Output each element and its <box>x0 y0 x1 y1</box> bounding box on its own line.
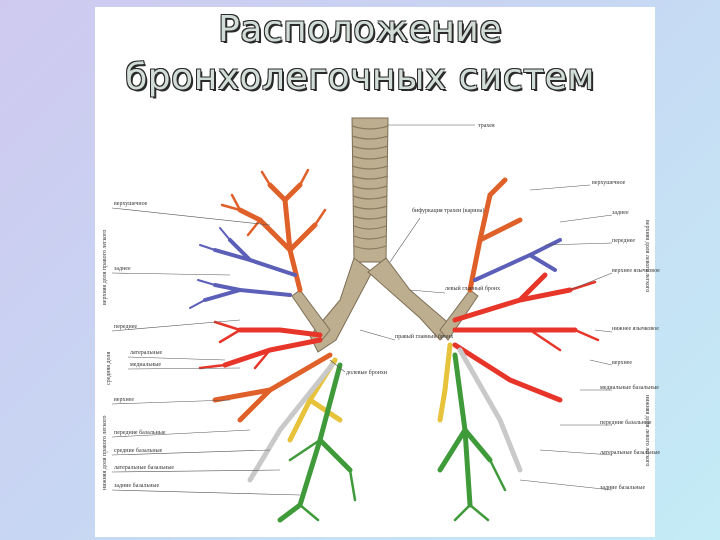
caption-right-upper-lobe: верхняя доля правого легкого <box>102 230 108 305</box>
main-bronchi <box>291 257 479 353</box>
label-left-apical: верхушечное <box>592 180 626 186</box>
title-line-2: бронхолегочных систем <box>125 57 595 98</box>
label-right-middle-basal: средние базальные <box>114 447 163 454</box>
center-labels: трахея бифуркация трахеи (карина) левый … <box>346 123 500 376</box>
label-left-medial-basal: медиальные базальные <box>600 384 659 391</box>
label-bifurcation: бифуркация трахеи (карина) <box>412 207 484 214</box>
left-lung-labels: верхушечное заднее переднее верхнее языч… <box>592 180 660 491</box>
trachea <box>351 117 389 263</box>
leader-lines <box>111 124 613 496</box>
label-right-posterior-basal: задние базальные <box>114 482 159 489</box>
label-left-inferior-lingular: нижнее язычковое <box>612 326 659 332</box>
label-left-posterior-basal: задние базальные <box>600 484 645 491</box>
label-left-main-bronchus: левый главный бронх <box>445 285 500 292</box>
slide-title: Расположение бронхолегочных систем <box>100 6 620 102</box>
label-right-posterior: заднее <box>114 266 131 272</box>
caption-middle-lobe: средняя доля <box>106 352 112 385</box>
label-trachea: трахея <box>478 123 495 129</box>
left-lower-lobe-branches <box>437 342 563 522</box>
caption-left-upper-lobe: верхняя доля левого легкого <box>644 220 650 292</box>
label-right-main-bronchus: правый главный бронх <box>395 333 453 340</box>
label-right-lateral: латеральные <box>130 350 162 356</box>
title-line-1: Расположение <box>218 9 502 50</box>
label-left-anterior: переднее <box>612 238 635 244</box>
label-left-superior-lingular: верхнее язычковое <box>612 268 660 274</box>
label-right-superior: верхнее <box>114 397 134 403</box>
label-right-anterior-basal: передние базальные <box>114 429 166 436</box>
label-right-anterior: переднее <box>114 324 137 330</box>
right-middle-lobe-branches <box>198 320 323 370</box>
label-right-medial: медиальные <box>130 362 161 368</box>
right-lung-labels: верхушечное заднее переднее латеральные … <box>102 201 174 490</box>
label-left-posterior: заднее <box>612 210 629 216</box>
caption-right-lower-lobe: нижняя доля правого легкого <box>102 415 108 490</box>
label-right-apical: верхушечное <box>114 201 148 207</box>
right-upper-lobe-branches <box>189 168 327 309</box>
label-left-lateral-basal: латеральные базальные <box>600 449 660 456</box>
label-left-superior: верхнее <box>612 360 632 366</box>
right-lower-lobe-branches <box>212 352 357 523</box>
label-lobar-bronchi: долевые бронхи <box>346 369 388 376</box>
label-left-anterior-basal: передние базальные <box>600 419 652 426</box>
label-right-lateral-basal: латеральные базальные <box>114 464 174 471</box>
left-upper-lobe-branches <box>452 177 600 352</box>
caption-left-lower-lobe: нижняя доля левого легкого <box>644 395 650 466</box>
